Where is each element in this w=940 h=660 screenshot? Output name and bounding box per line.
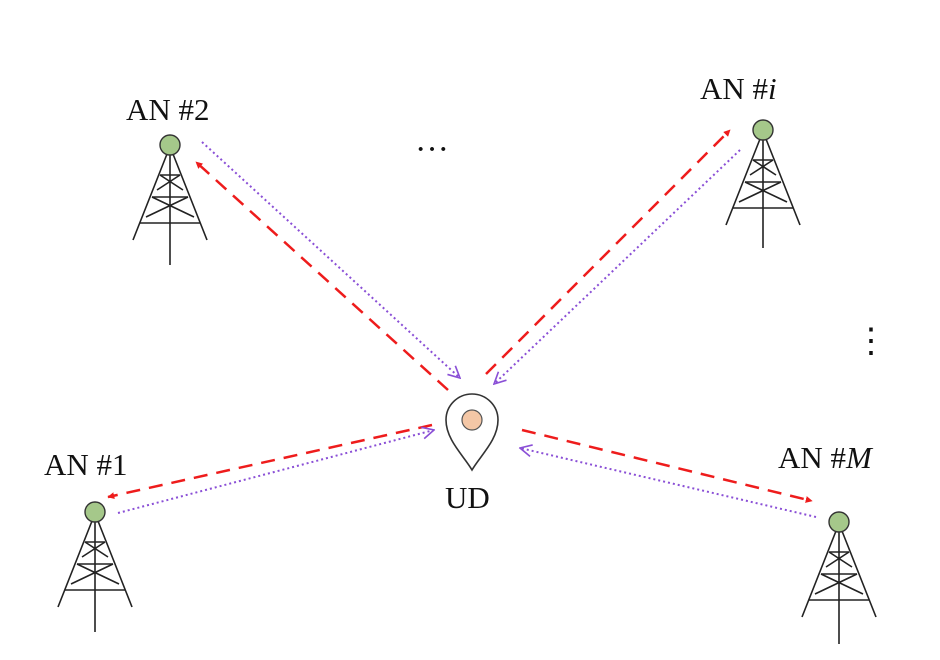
tower-icon	[132, 153, 208, 265]
tower-icon	[801, 530, 877, 644]
antenna-ani	[725, 119, 801, 248]
uplink-arrow-ani	[485, 129, 731, 375]
downlink-arrow-ani	[494, 149, 741, 384]
antenna-an2	[132, 134, 208, 265]
uplink-arrow-an2	[195, 161, 449, 391]
antenna-head-icon	[84, 501, 106, 523]
antenna-head-icon	[828, 511, 850, 533]
antenna-head-icon	[752, 119, 774, 141]
downlink-arrow-anm	[520, 448, 817, 518]
label-an1: AN #1	[44, 447, 128, 482]
label-anm: AN #M	[778, 440, 874, 475]
vertical-ellipsis: ⋮	[854, 323, 888, 360]
location-pin-icon	[445, 393, 499, 472]
ud-center-dot	[461, 409, 483, 431]
label-an2: AN #2	[126, 92, 210, 127]
tower-icon	[57, 520, 133, 632]
horizontal-ellipsis: ···	[415, 131, 449, 168]
tower-icon	[725, 138, 801, 248]
link-anm	[520, 428, 817, 518]
uplink-arrow-anm	[521, 428, 813, 503]
link-an1	[107, 423, 434, 514]
downlink-arrow-an1	[117, 430, 434, 514]
downlink-arrow-an2	[201, 141, 460, 378]
antenna-anm	[801, 511, 877, 644]
uplink-arrow-an1	[107, 423, 433, 500]
ud-node	[445, 393, 499, 472]
link-ani	[485, 129, 741, 384]
label-ani: AN #i	[700, 71, 777, 106]
antenna-head-icon	[159, 134, 181, 156]
link-an2	[195, 141, 460, 391]
label-ud: UD	[445, 480, 490, 515]
antenna-an1	[57, 501, 133, 632]
